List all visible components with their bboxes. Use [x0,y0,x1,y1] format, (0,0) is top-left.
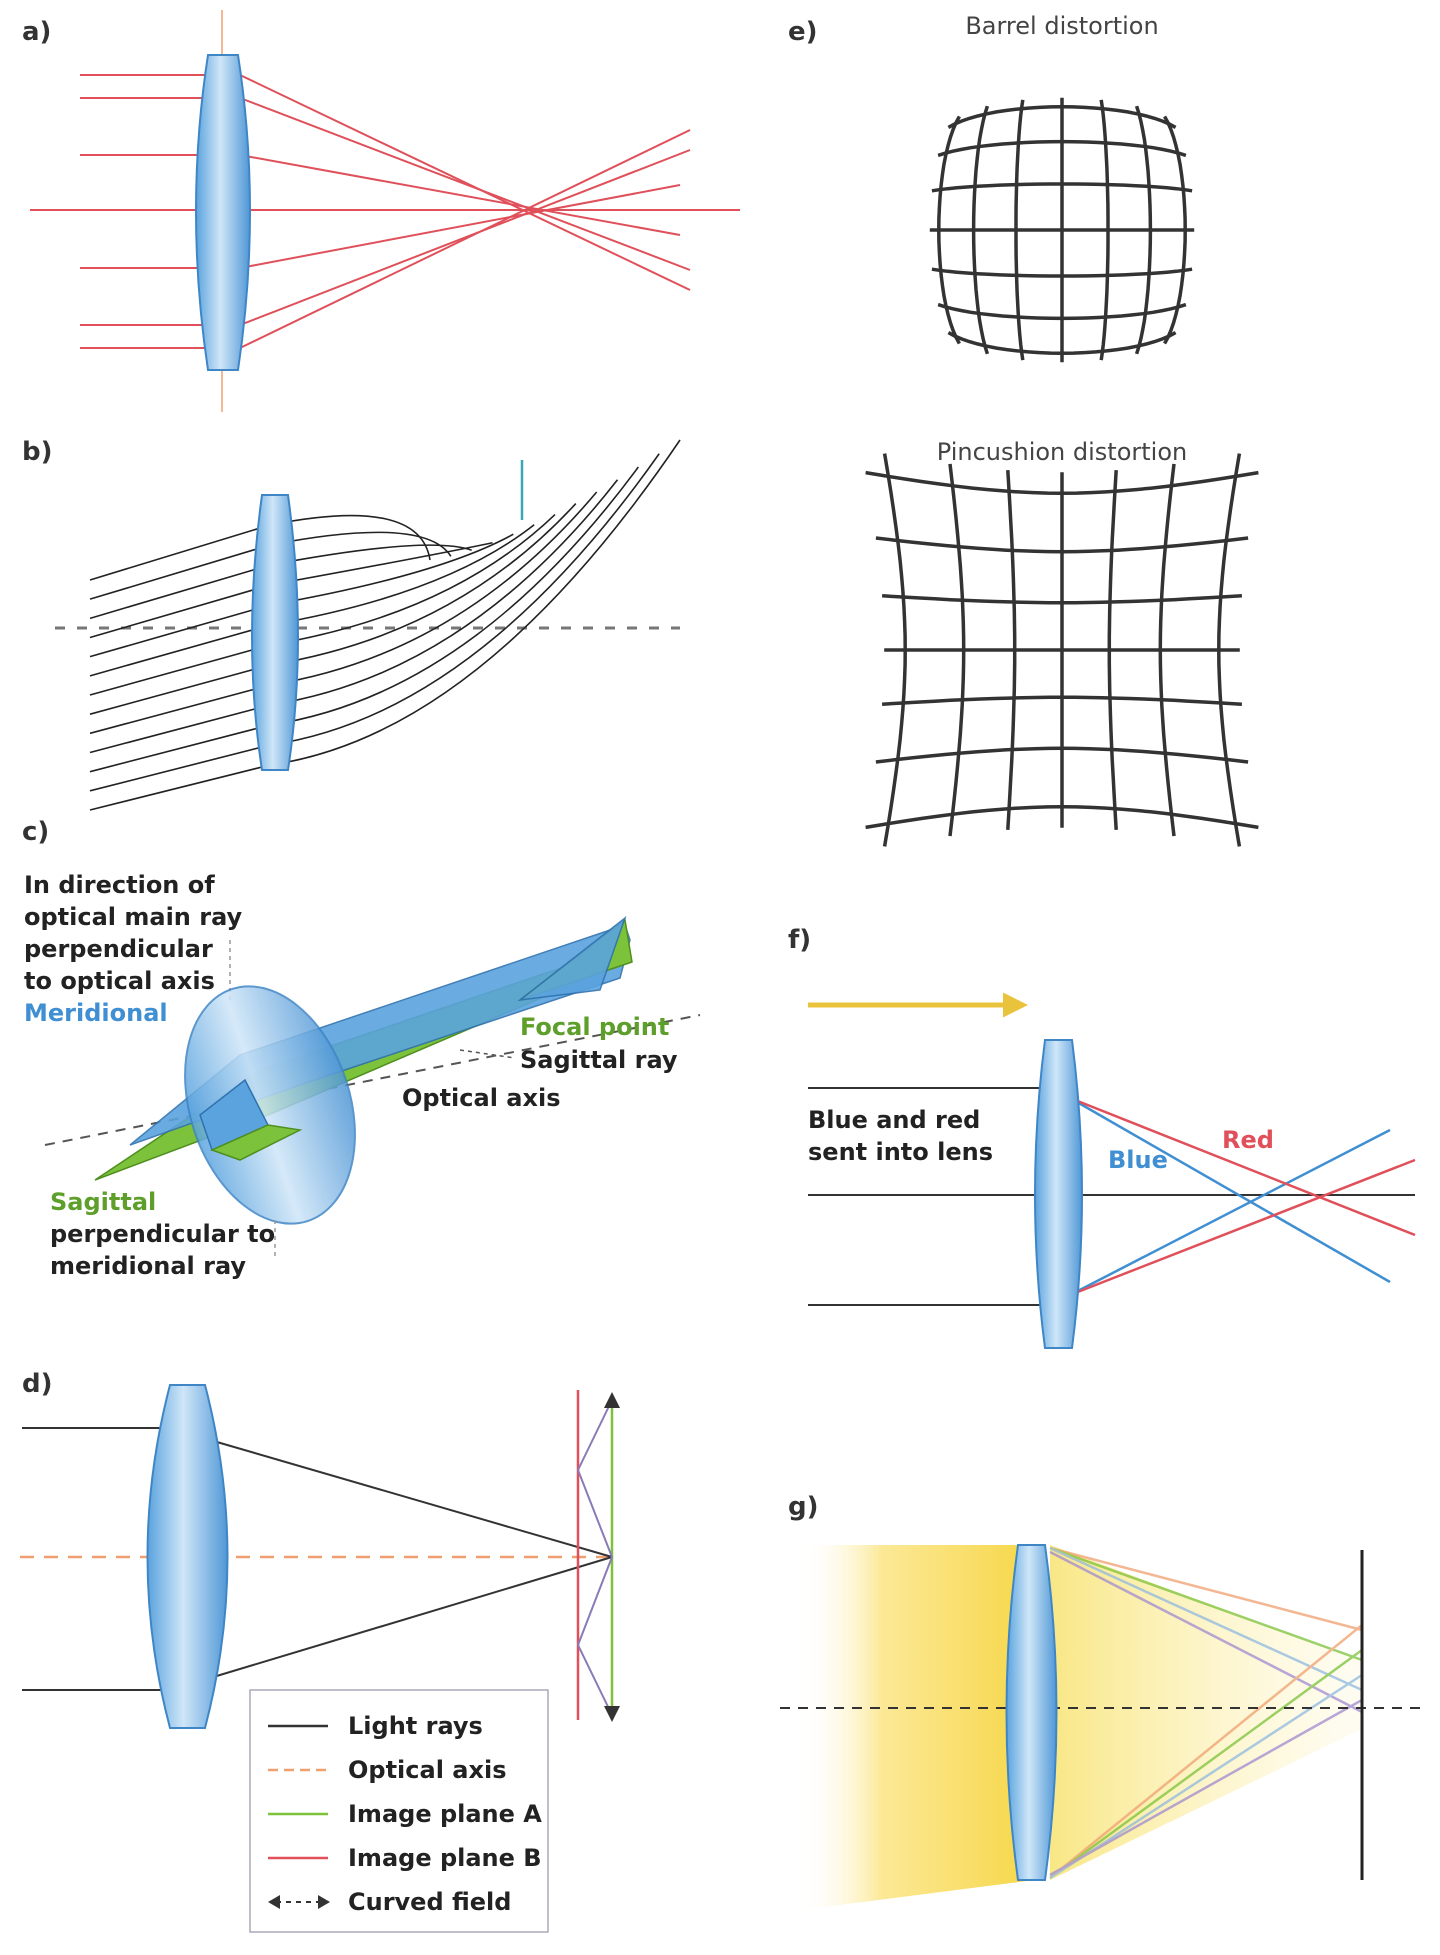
grid-line-horizontal [865,805,1259,830]
coma-ray-out [269,541,493,586]
coma-ray-out [269,513,556,646]
c-label-line-2: optical main ray [24,903,243,931]
c-label-line-1: In direction of [24,871,215,899]
c-sagittal-label: Sagittal [50,1188,156,1216]
rays-b [89,439,681,811]
coma-ray-in [89,724,271,773]
coma-ray-in [89,564,271,620]
legend-d: Light rays Optical axis Image plane A Im… [249,1689,549,1933]
f-sent-line-1: Blue and red [808,1106,980,1134]
f-blue-label: Blue [1108,1146,1168,1174]
panel-e: e) Barrel distortion Pincushion distorti… [788,12,1259,847]
coma-ray-in [89,764,271,811]
coma-ray-in [89,704,271,754]
coma-ray-in [89,524,271,581]
coma-ray-out [269,466,639,726]
rays-a [80,74,691,349]
panel-d: d) Light rays Optica [20,1369,620,1933]
legend-image-plane-b: Image plane B [348,1844,542,1872]
panel-g-label: g) [788,1492,819,1522]
coma-ray-in [89,664,271,715]
c-focal-point-label: Focal point [520,1013,669,1041]
panel-a: a) [22,10,740,412]
legend-optical-axis: Optical axis [348,1756,506,1784]
coma-ray-out [269,544,472,566]
grid-line-horizontal [881,695,1243,706]
coma-ray-out [269,453,660,746]
coma-ray-in [89,684,271,735]
coma-ray-out [269,491,598,686]
panel-d-label: d) [22,1369,53,1399]
lens-g [1005,1544,1058,1881]
incoming-light-beam [800,1545,1035,1910]
lens-b [251,494,299,771]
panel-g: g) [780,1492,1420,1910]
grid-line-horizontal [875,746,1249,764]
panel-c-label: c) [22,817,49,847]
legend-curved-field: Curved field [348,1888,511,1916]
grid-line-vertical [1107,469,1118,831]
converging-beam [1050,1545,1360,1880]
c-label-line-6: meridional ray [50,1252,246,1280]
coma-ray-out [269,479,619,706]
panel-e-label: e) [788,17,818,47]
coma-ray-in [89,624,271,677]
legend-light-rays: Light rays [348,1712,483,1740]
legend-box [249,1689,549,1933]
lens-a [195,54,251,371]
grid-line-vertical [1158,463,1176,837]
panel-b-label: b) [22,437,53,467]
rays-g [1049,1546,1363,1880]
c-leader-sagittal-ray [459,1049,516,1059]
grid-line-vertical [1134,105,1153,355]
legend-image-plane-a: Image plane A [348,1800,542,1828]
grid-line-horizontal [937,302,1187,321]
coma-ray-in [89,584,271,639]
rays-d [22,1427,613,1691]
coma-ray-out [269,531,452,557]
coma-ray-out [269,503,577,666]
pincushion-title: Pincushion distortion [937,438,1187,466]
sagittal-fan-front [209,1124,303,1161]
c-meridional-label: Meridional [24,999,168,1027]
legend-swatch-curved-field [268,1895,330,1909]
coma-ray-in [89,544,271,600]
lens-c [184,985,356,1225]
c-label-line-5: perpendicular to [50,1220,275,1248]
grid-line-horizontal [947,331,1177,355]
coma-ray-in [89,744,271,792]
c-sagittal-ray-label: Sagittal ray [520,1046,678,1074]
c-label-line-3: perpendicular [24,935,213,963]
panel-c: c) In direction of optical main ray perp… [22,817,701,1280]
coma-ray-in [89,604,271,658]
c-label-line-4: to optical axis [24,967,215,995]
coma-ray-out [269,533,514,606]
grid-line-vertical [1217,453,1242,847]
panel-f: f) Blue and red sent into lens Blue Red [788,925,1416,1349]
pincushion-grid [865,453,1259,847]
c-optical-axis-label: Optical axis [402,1084,560,1112]
coma-ray-in [89,644,271,696]
f-sent-line-2: sent into lens [808,1138,993,1166]
grid-line-vertical [1163,115,1187,345]
grid-line-horizontal [931,267,1193,278]
grid-line-vertical [1099,99,1110,361]
barrel-title: Barrel distortion [965,12,1158,40]
lens-d [146,1384,229,1729]
barrel-grid [929,97,1195,363]
meridional-fan-far [517,915,627,1002]
rays-f [1069,1096,1416,1297]
coma-ray-out [269,524,535,626]
coma-ray-out [269,439,681,766]
panel-f-label: f) [788,925,811,955]
curved-field-d [577,1392,620,1722]
panel-a-label: a) [22,17,51,47]
panel-b: b) [22,437,681,811]
f-red-label: Red [1222,1126,1274,1154]
lens-f [1034,1039,1083,1349]
optical-axis-c [44,1014,701,1146]
